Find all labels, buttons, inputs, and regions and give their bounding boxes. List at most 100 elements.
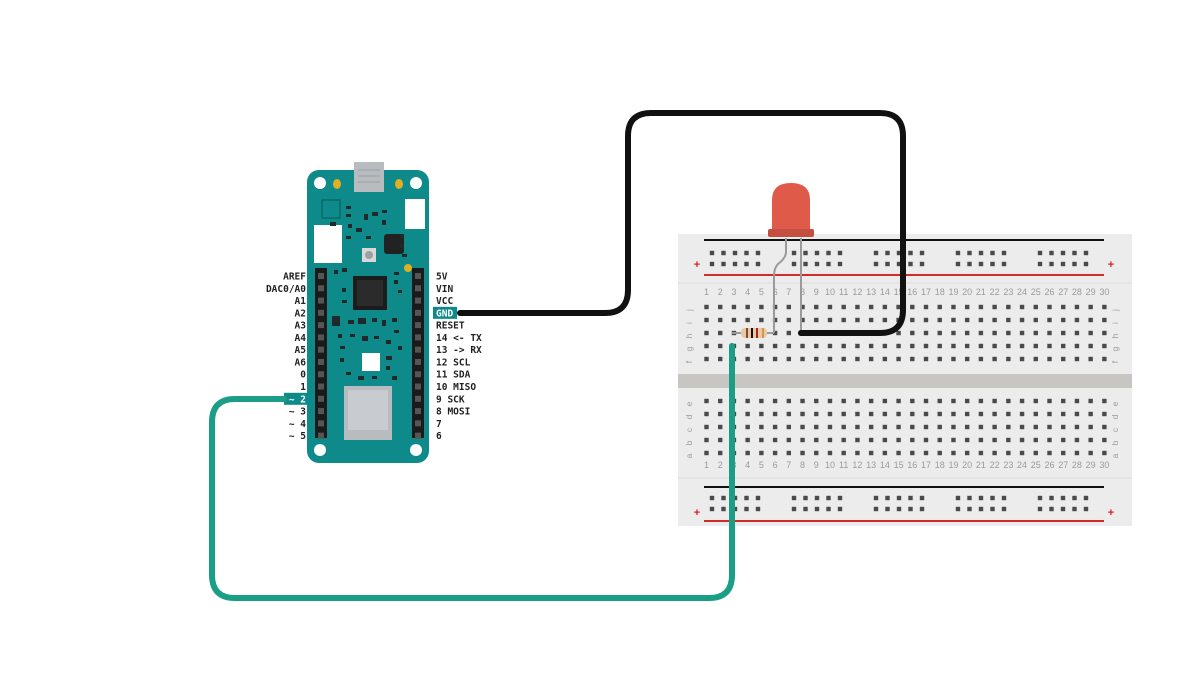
header-pin xyxy=(318,408,324,415)
smd-component xyxy=(366,236,371,239)
breadboard-hole xyxy=(1102,304,1107,310)
chip-crypto xyxy=(384,234,404,254)
breadboard-hole xyxy=(964,317,970,323)
breadboard-hole xyxy=(964,450,970,456)
header-pin xyxy=(318,371,324,378)
breadboard-hole xyxy=(800,437,805,443)
pin-highlight-right xyxy=(433,306,457,319)
column-label: 10 xyxy=(825,287,835,297)
breadboard-hole xyxy=(951,437,956,443)
breadboard-hole xyxy=(827,424,833,430)
breadboard-hole xyxy=(745,304,750,310)
breadboard-hole xyxy=(731,317,737,323)
wire-signal-pin-2[interactable] xyxy=(209,343,735,601)
row-label: a xyxy=(1110,453,1120,458)
smd-component xyxy=(372,318,377,322)
breadboard-hole xyxy=(800,304,805,310)
wifi-module-shield xyxy=(348,390,388,430)
breadboard-hole xyxy=(1102,424,1107,430)
breadboard-hole xyxy=(814,411,819,417)
breadboard-hole xyxy=(786,356,792,362)
breadboard-hole xyxy=(1061,317,1066,323)
breadboard-hole xyxy=(1102,343,1107,349)
breadboard-hole xyxy=(772,356,778,362)
breadboard-hole xyxy=(1061,304,1066,310)
breadboard-hole xyxy=(855,356,860,362)
smd-component xyxy=(392,376,397,380)
breadboard-hole xyxy=(718,356,723,362)
left-pin-label: A6 xyxy=(295,357,307,368)
breadboard-hole xyxy=(1019,330,1025,336)
breadboard-hole xyxy=(1047,424,1052,430)
breadboard-hole xyxy=(1047,398,1052,404)
row-label: j xyxy=(684,309,694,312)
breadboard-hole xyxy=(1102,356,1107,362)
header-pin xyxy=(415,309,421,316)
breadboard-hole xyxy=(814,398,819,404)
mounting-hole-top-right xyxy=(410,177,422,189)
breadboard-hole xyxy=(992,424,997,430)
wire-gnd[interactable] xyxy=(457,110,906,336)
header-pin xyxy=(318,334,324,341)
breadboard-hole xyxy=(827,411,833,417)
row-label: j xyxy=(1110,309,1120,312)
rail-hole xyxy=(709,506,715,512)
breadboard-hole xyxy=(704,411,709,417)
rail-hole xyxy=(908,506,913,512)
breadboard-hole xyxy=(1006,330,1011,336)
breadboard-hole xyxy=(978,450,984,456)
header-pin xyxy=(318,297,324,304)
rail-hole xyxy=(744,261,749,267)
breadboard-hole xyxy=(1088,450,1093,456)
smd-component xyxy=(346,372,351,375)
rail-hole xyxy=(791,495,797,501)
header-pin xyxy=(415,297,421,304)
row-label: e xyxy=(684,401,694,406)
breadboard-hole xyxy=(704,304,709,310)
breadboard-hole xyxy=(759,304,764,310)
rail-hole xyxy=(1037,261,1043,267)
connector-right xyxy=(405,199,425,229)
rail-hole xyxy=(978,261,984,267)
rail-hole xyxy=(814,250,820,256)
breadboard-hole xyxy=(868,356,874,362)
chip-microcontroller-core xyxy=(357,280,383,306)
breadboard-hole xyxy=(951,450,956,456)
breadboard-hole xyxy=(759,356,764,362)
column-label: 19 xyxy=(948,287,958,297)
column-label: 1 xyxy=(704,287,709,297)
smd-component xyxy=(400,244,404,248)
smd-component xyxy=(330,222,336,226)
rail-hole xyxy=(814,261,820,267)
breadboard-hole xyxy=(772,398,778,404)
rail-hole xyxy=(967,495,972,501)
breadboard-hole xyxy=(855,424,860,430)
breadboard-hole xyxy=(882,304,888,310)
breadboard-hole xyxy=(1088,356,1093,362)
column-label: 5 xyxy=(759,287,764,297)
breadboard-hole xyxy=(937,411,942,417)
breadboard-hole xyxy=(1019,304,1025,310)
column-label: 29 xyxy=(1086,460,1096,470)
breadboard-hole xyxy=(923,424,929,430)
breadboard-hole xyxy=(1019,450,1025,456)
rail-hole xyxy=(919,506,925,512)
rail-hole xyxy=(1049,261,1054,267)
smd-component xyxy=(342,268,347,272)
breadboard-hole xyxy=(1006,304,1011,310)
rail-hole xyxy=(1049,250,1054,256)
breadboard-hole xyxy=(786,398,792,404)
rail-hole xyxy=(955,261,961,267)
rail-hole xyxy=(1083,506,1089,512)
breadboard-hole xyxy=(786,343,792,349)
rail-hole xyxy=(990,250,995,256)
rail-hole xyxy=(1001,250,1007,256)
breadboard-hole xyxy=(1006,411,1011,417)
breadboard-hole xyxy=(964,424,970,430)
breadboard-hole xyxy=(800,424,805,430)
right-pin-label: 9 SCK xyxy=(436,394,465,405)
rail-hole xyxy=(1060,250,1066,256)
breadboard-hole xyxy=(1006,317,1011,323)
breadboard-hole xyxy=(978,317,984,323)
breadboard-hole xyxy=(800,356,805,362)
